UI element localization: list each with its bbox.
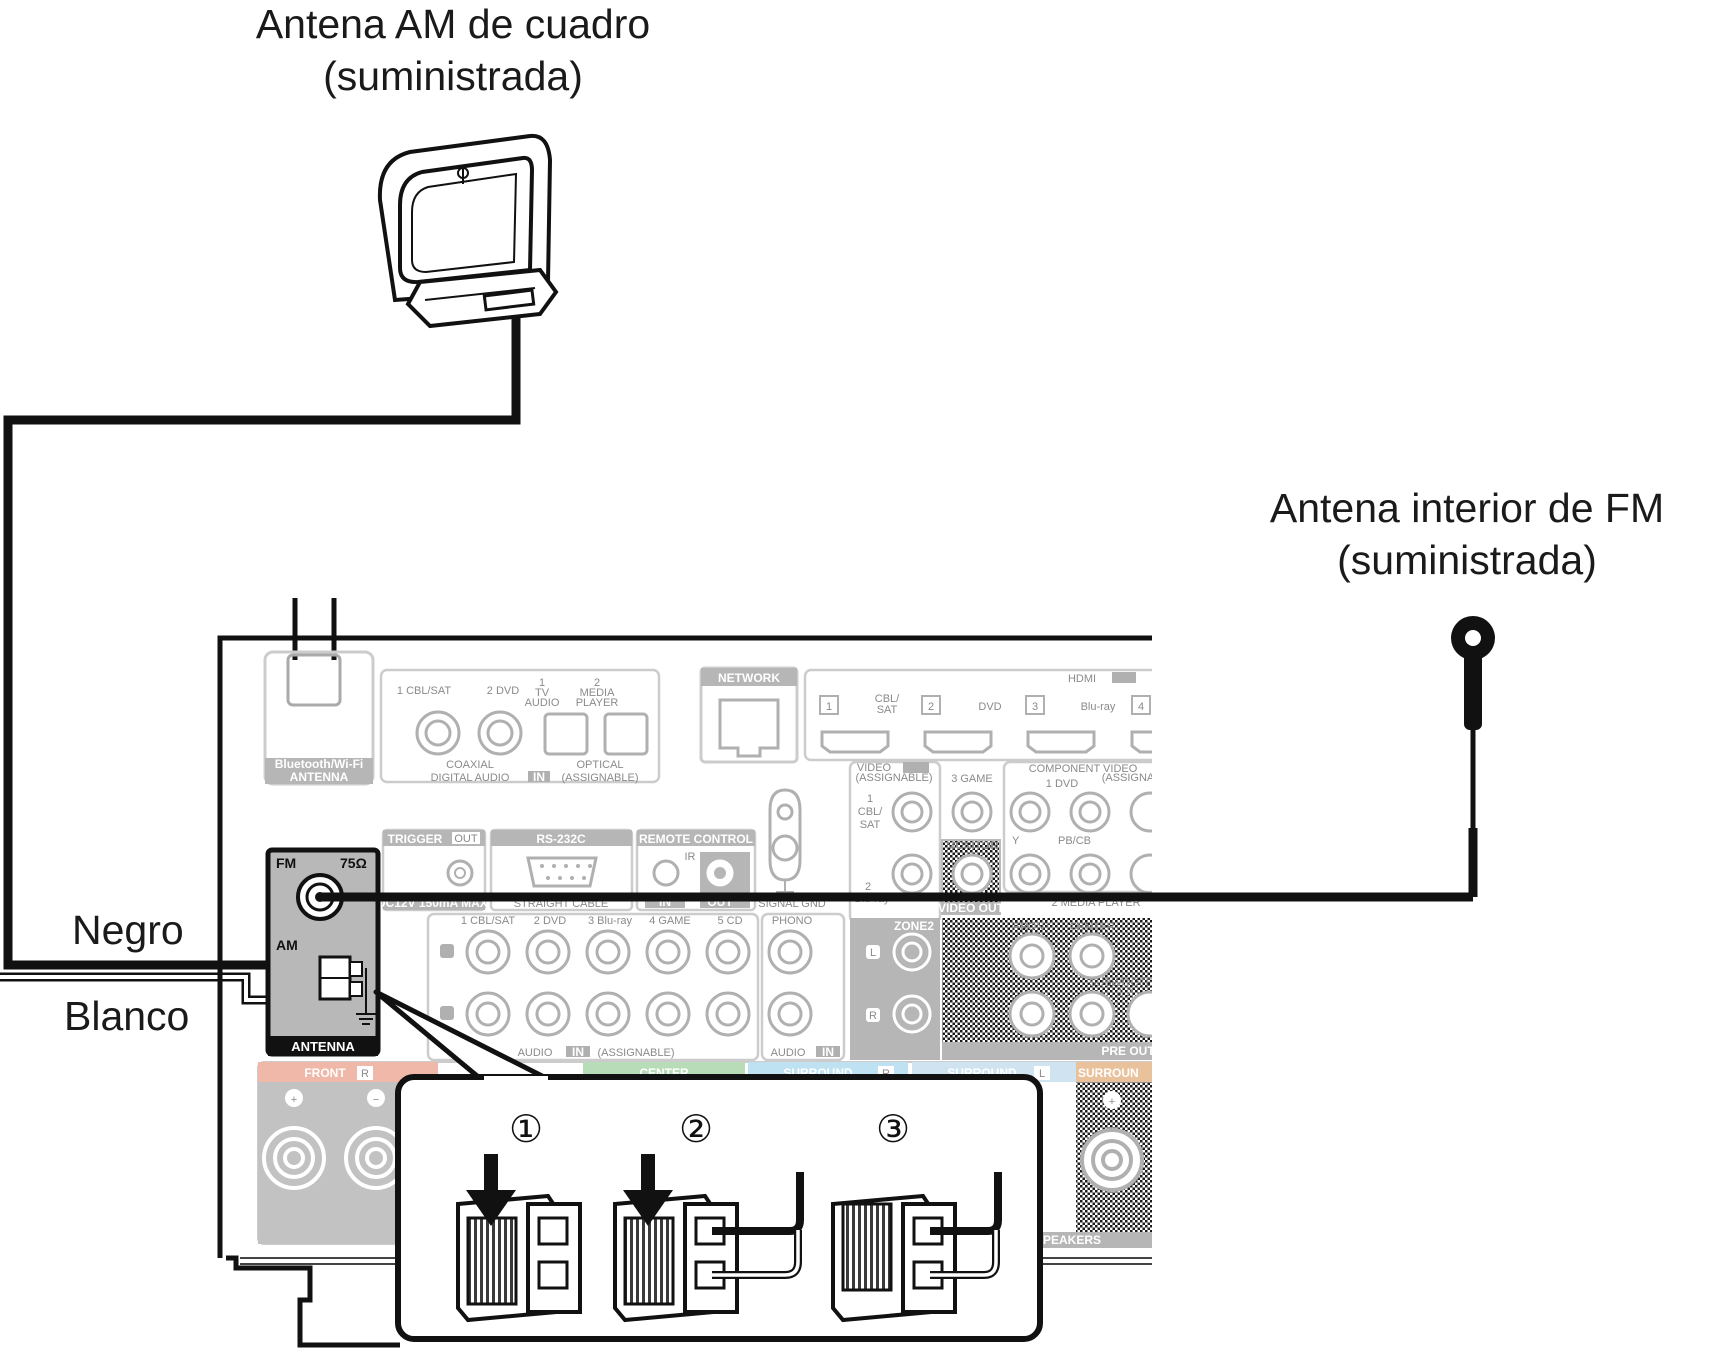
svg-text:OPTICAL: OPTICAL (576, 759, 623, 771)
svg-text:MEDIA: MEDIA (580, 687, 616, 699)
svg-text:TRIGGER: TRIGGER (388, 832, 443, 846)
svg-text:ZONE2: ZONE2 (894, 919, 934, 933)
am-antenna-cable (3, 316, 521, 970)
svg-text:VIDEO: VIDEO (857, 762, 892, 774)
bt-label-2: ANTENNA (290, 770, 349, 784)
svg-text:+: + (291, 1094, 297, 1106)
svg-text:FRONT: FRONT (304, 1066, 346, 1080)
svg-text:L: L (870, 947, 876, 959)
fm-terminal-label: FM (276, 855, 296, 871)
svg-text:1 2: 1 2 (1117, 987, 1132, 999)
svg-text:3: 3 (1032, 701, 1038, 713)
svg-text:(ASSIGNABLE): (ASSIGNABLE) (597, 1047, 674, 1059)
svg-text:R: R (869, 1010, 877, 1022)
svg-text:AUDIO: AUDIO (771, 1047, 806, 1059)
svg-text:2 DVD: 2 DVD (487, 685, 519, 697)
svg-text:(ASSIGNA: (ASSIGNA (1102, 772, 1155, 784)
svg-text:+: + (1109, 1096, 1115, 1108)
svg-text:DVD: DVD (978, 701, 1001, 713)
svg-text:TV: TV (535, 687, 550, 699)
svg-text:1 CBL/SAT: 1 CBL/SAT (397, 685, 451, 697)
svg-text:2: 2 (928, 701, 934, 713)
svg-text:FRONT: FRONT (1013, 921, 1051, 933)
svg-text:PRE OUT: PRE OUT (1101, 1044, 1155, 1058)
svg-text:CENTER: CENTER (1069, 921, 1114, 933)
svg-text:DIGITAL AUDIO: DIGITAL AUDIO (431, 772, 510, 784)
svg-text:SUBWOOFER: SUBWOOFER (1089, 977, 1161, 989)
svg-text:−: − (373, 1094, 379, 1106)
bt-label-1: Bluetooth/Wi-Fi (275, 757, 364, 771)
svg-text:2: 2 (865, 881, 871, 893)
network-label: NETWORK (718, 671, 780, 685)
svg-text:COAXIAL: COAXIAL (446, 759, 494, 771)
hdmi-labels: 1 CBL/ SAT 2 DVD 3 Blu-ray 4 (819, 693, 1151, 716)
svg-text:L: L (1039, 1068, 1045, 1080)
svg-text:Y: Y (1012, 835, 1020, 847)
svg-text:PEAKERS: PEAKERS (1043, 1233, 1101, 1247)
svg-text:HDMI: HDMI (1068, 673, 1096, 685)
svg-text:MONITOR: MONITOR (946, 840, 998, 852)
step-3-label: ③ (876, 1109, 910, 1151)
step-1-press-lever-icon (456, 1154, 582, 1323)
svg-text:PHONO: PHONO (772, 915, 813, 927)
svg-text:IN: IN (533, 770, 545, 784)
svg-text:1 DVD: 1 DVD (1046, 778, 1078, 790)
svg-text:R: R (361, 1068, 369, 1080)
svg-text:Blu-ray: Blu-ray (1081, 701, 1116, 713)
wire-black-label: Negro (72, 907, 184, 953)
antenna-block-title: ANTENNA (291, 1039, 355, 1054)
am-antenna-subtitle: (suministrada) (323, 53, 583, 99)
svg-text:1: 1 (867, 793, 873, 805)
receiver-rear-panel: Bluetooth/Wi-Fi ANTENNA 1 CBL/SAT 2 DVD … (217, 598, 1161, 1348)
ohm-label: 75Ω (340, 855, 367, 871)
svg-text:3 Blu-ray: 3 Blu-ray (588, 915, 633, 927)
svg-text:1: 1 (826, 701, 832, 713)
antenna-terminal-block: ANTENNA FM 75Ω AM (265, 847, 381, 1057)
svg-text:OUT: OUT (454, 833, 478, 845)
am-loop-antenna-icon (377, 133, 559, 329)
am-terminal-label: AM (276, 937, 298, 953)
svg-text:2: 2 (594, 677, 600, 689)
fm-antenna-subtitle: (suministrada) (1337, 537, 1597, 583)
fm-indoor-antenna-icon (1451, 616, 1495, 897)
step-2-insert-wire-icon (613, 1154, 804, 1323)
svg-text:CBL/: CBL/ (858, 806, 883, 818)
step-3-release-lever-icon (831, 1172, 1002, 1323)
svg-text:COMPONENT VIDEO: COMPONENT VIDEO (1029, 763, 1138, 775)
am-connection-callout: ① ② ③ (373, 989, 1043, 1342)
svg-text:(ASSIGNABLE): (ASSIGNABLE) (855, 772, 932, 784)
svg-text:PB/CB: PB/CB (1058, 835, 1091, 847)
svg-text:IN: IN (822, 1045, 834, 1059)
step-2-label: ② (679, 1109, 713, 1151)
svg-text:5 CD: 5 CD (717, 915, 742, 927)
svg-text:SURROUN: SURROUN (1078, 1066, 1139, 1080)
fm-antenna-title: Antena interior de FM (1270, 485, 1664, 531)
svg-text:VIDEO OUT: VIDEO OUT (938, 901, 1005, 915)
svg-text:IR: IR (685, 851, 696, 863)
am-antenna-title: Antena AM de cuadro (256, 1, 650, 47)
svg-text:CBL/: CBL/ (875, 693, 900, 705)
svg-text:(ASSIGNABLE): (ASSIGNABLE) (561, 772, 638, 784)
svg-text:1: 1 (539, 677, 545, 689)
wire-white-label: Blanco (64, 993, 189, 1039)
svg-text:4: 4 (1138, 701, 1144, 713)
step-1-label: ① (509, 1109, 543, 1151)
svg-text:SAT: SAT (860, 819, 881, 831)
svg-text:AUDIO: AUDIO (525, 697, 560, 709)
svg-text:REMOTE CONTROL: REMOTE CONTROL (639, 832, 753, 846)
svg-text:RS-232C: RS-232C (536, 832, 586, 846)
svg-text:PLAYER: PLAYER (576, 697, 619, 709)
svg-text:1 CBL/SAT: 1 CBL/SAT (461, 915, 515, 927)
svg-text:SAT: SAT (877, 704, 898, 716)
svg-text:3 GAME: 3 GAME (951, 773, 993, 785)
svg-text:IN: IN (572, 1045, 584, 1059)
svg-text:4 GAME: 4 GAME (649, 915, 691, 927)
svg-text:AUDIO: AUDIO (518, 1047, 553, 1059)
svg-text:2 DVD: 2 DVD (534, 915, 566, 927)
